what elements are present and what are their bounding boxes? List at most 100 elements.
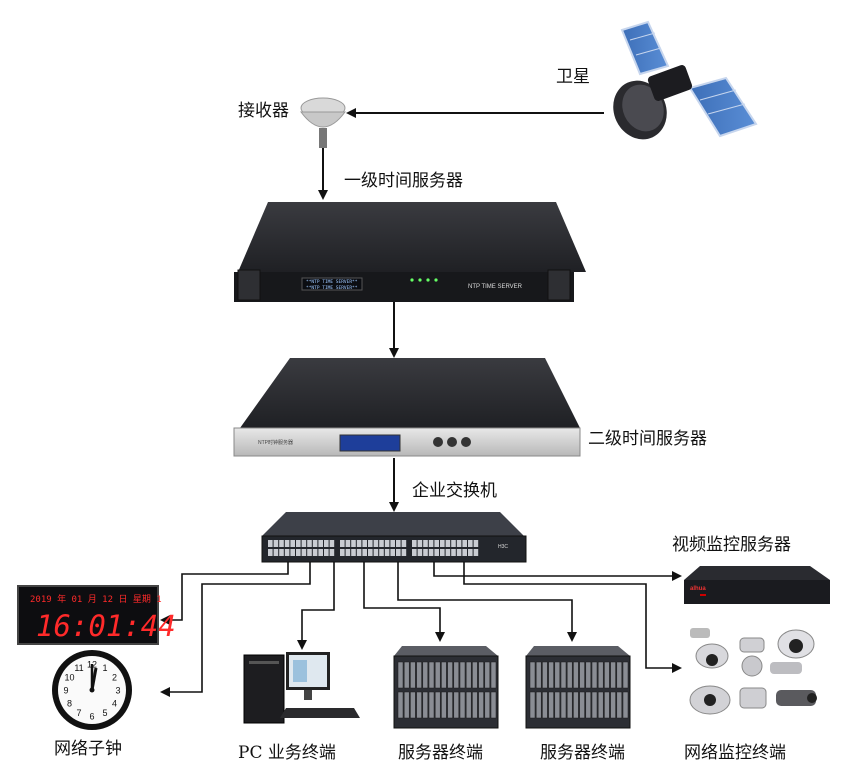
drive-bay — [478, 691, 484, 719]
switch-port — [290, 549, 295, 556]
switch-port — [434, 549, 439, 556]
drive-bay — [573, 691, 579, 719]
clock-numeral: 9 — [63, 686, 68, 696]
drive-bay — [459, 661, 466, 689]
switch-port — [390, 540, 395, 547]
secondary-time-server-device — [233, 358, 581, 457]
drive-bay — [579, 691, 585, 719]
switch-port — [362, 540, 367, 547]
drive-bay — [560, 691, 567, 719]
clock-numeral: 2 — [112, 673, 117, 683]
primary-server-label: 一级时间服务器 — [344, 171, 463, 191]
switch-port — [423, 540, 428, 547]
switch-port — [301, 549, 307, 556]
clock-numeral: 8 — [67, 699, 72, 709]
drive-bay — [535, 661, 542, 689]
clock-numeral: 10 — [64, 673, 74, 683]
switch-port — [451, 540, 456, 547]
drive-bay — [610, 691, 616, 719]
switch-port — [434, 540, 439, 547]
drive-bay — [585, 661, 592, 689]
drive-bay — [554, 691, 561, 719]
switch-port — [268, 540, 273, 547]
switch-port — [417, 549, 423, 556]
drive-bay — [397, 661, 404, 689]
drive-bay — [622, 661, 629, 689]
switch-port — [456, 540, 462, 547]
drive-bay — [453, 661, 460, 689]
switch-port — [312, 549, 318, 556]
switch-port — [445, 549, 451, 556]
switch-port — [273, 549, 279, 556]
drive-bay — [416, 661, 422, 689]
secondary-server-label: 二级时间服务器 — [588, 429, 707, 449]
switch-port — [307, 549, 312, 556]
switch-port — [284, 540, 290, 547]
drive-bay — [548, 691, 554, 719]
drive-bay — [529, 661, 536, 689]
switch-port — [356, 540, 362, 547]
drive-bay — [591, 661, 598, 689]
video-server-device — [684, 566, 830, 604]
switch-port — [396, 549, 401, 556]
switch-port — [445, 540, 451, 547]
switch-port — [468, 549, 473, 556]
switch-port — [373, 540, 379, 547]
switch-port — [440, 549, 445, 556]
switch-port — [373, 549, 379, 556]
switch-port — [456, 549, 462, 556]
switch-port — [351, 540, 356, 547]
drive-bay — [490, 691, 497, 719]
switch-port — [412, 540, 417, 547]
pc-terminal-icon — [243, 652, 360, 724]
signal-arrows — [318, 108, 604, 512]
drive-bay — [397, 691, 404, 719]
drive-bay — [573, 661, 579, 689]
switch-port — [368, 549, 373, 556]
drive-bay — [410, 691, 416, 719]
switch-port — [384, 549, 390, 556]
clock-numeral: 5 — [102, 708, 107, 718]
drive-bay — [447, 691, 453, 719]
switch-port — [324, 549, 329, 556]
drive-bay — [542, 661, 548, 689]
network-clock-label: 网络子钟 — [54, 739, 122, 759]
switch-port — [468, 540, 473, 547]
drive-bay — [604, 661, 610, 689]
switch-port — [318, 540, 323, 547]
server-terminal-2-label: 服务器终端 — [540, 743, 625, 763]
drive-bay — [610, 661, 616, 689]
switch-port — [268, 549, 273, 556]
secondary-panel-text: NTP时钟服务器 — [258, 439, 293, 446]
drive-bay — [447, 661, 453, 689]
drive-bay — [403, 691, 410, 719]
drive-bay — [434, 691, 441, 719]
switch-port — [273, 540, 279, 547]
switch-port — [345, 540, 351, 547]
drive-bay — [529, 691, 536, 719]
clock-numeral: 7 — [76, 708, 81, 718]
switch-port — [396, 540, 401, 547]
switch-port — [340, 549, 345, 556]
drive-bay — [422, 691, 429, 719]
drive-bay — [554, 661, 561, 689]
drive-bay — [459, 691, 466, 719]
switch-port — [428, 549, 434, 556]
switch-port — [417, 540, 423, 547]
drive-bay — [441, 691, 447, 719]
switch-port — [462, 540, 467, 547]
switch-port — [412, 549, 417, 556]
drive-bay — [566, 691, 573, 719]
switch-port — [401, 549, 407, 556]
receiver-antenna-icon — [300, 97, 346, 148]
switch-port — [390, 549, 395, 556]
drive-bay — [484, 691, 491, 719]
switch-port — [296, 549, 301, 556]
clock-numeral: 1 — [102, 663, 107, 673]
drive-bay — [416, 691, 422, 719]
drive-bay — [478, 661, 484, 689]
drive-bay — [422, 661, 429, 689]
switch-port — [384, 540, 390, 547]
switch-port — [296, 540, 301, 547]
